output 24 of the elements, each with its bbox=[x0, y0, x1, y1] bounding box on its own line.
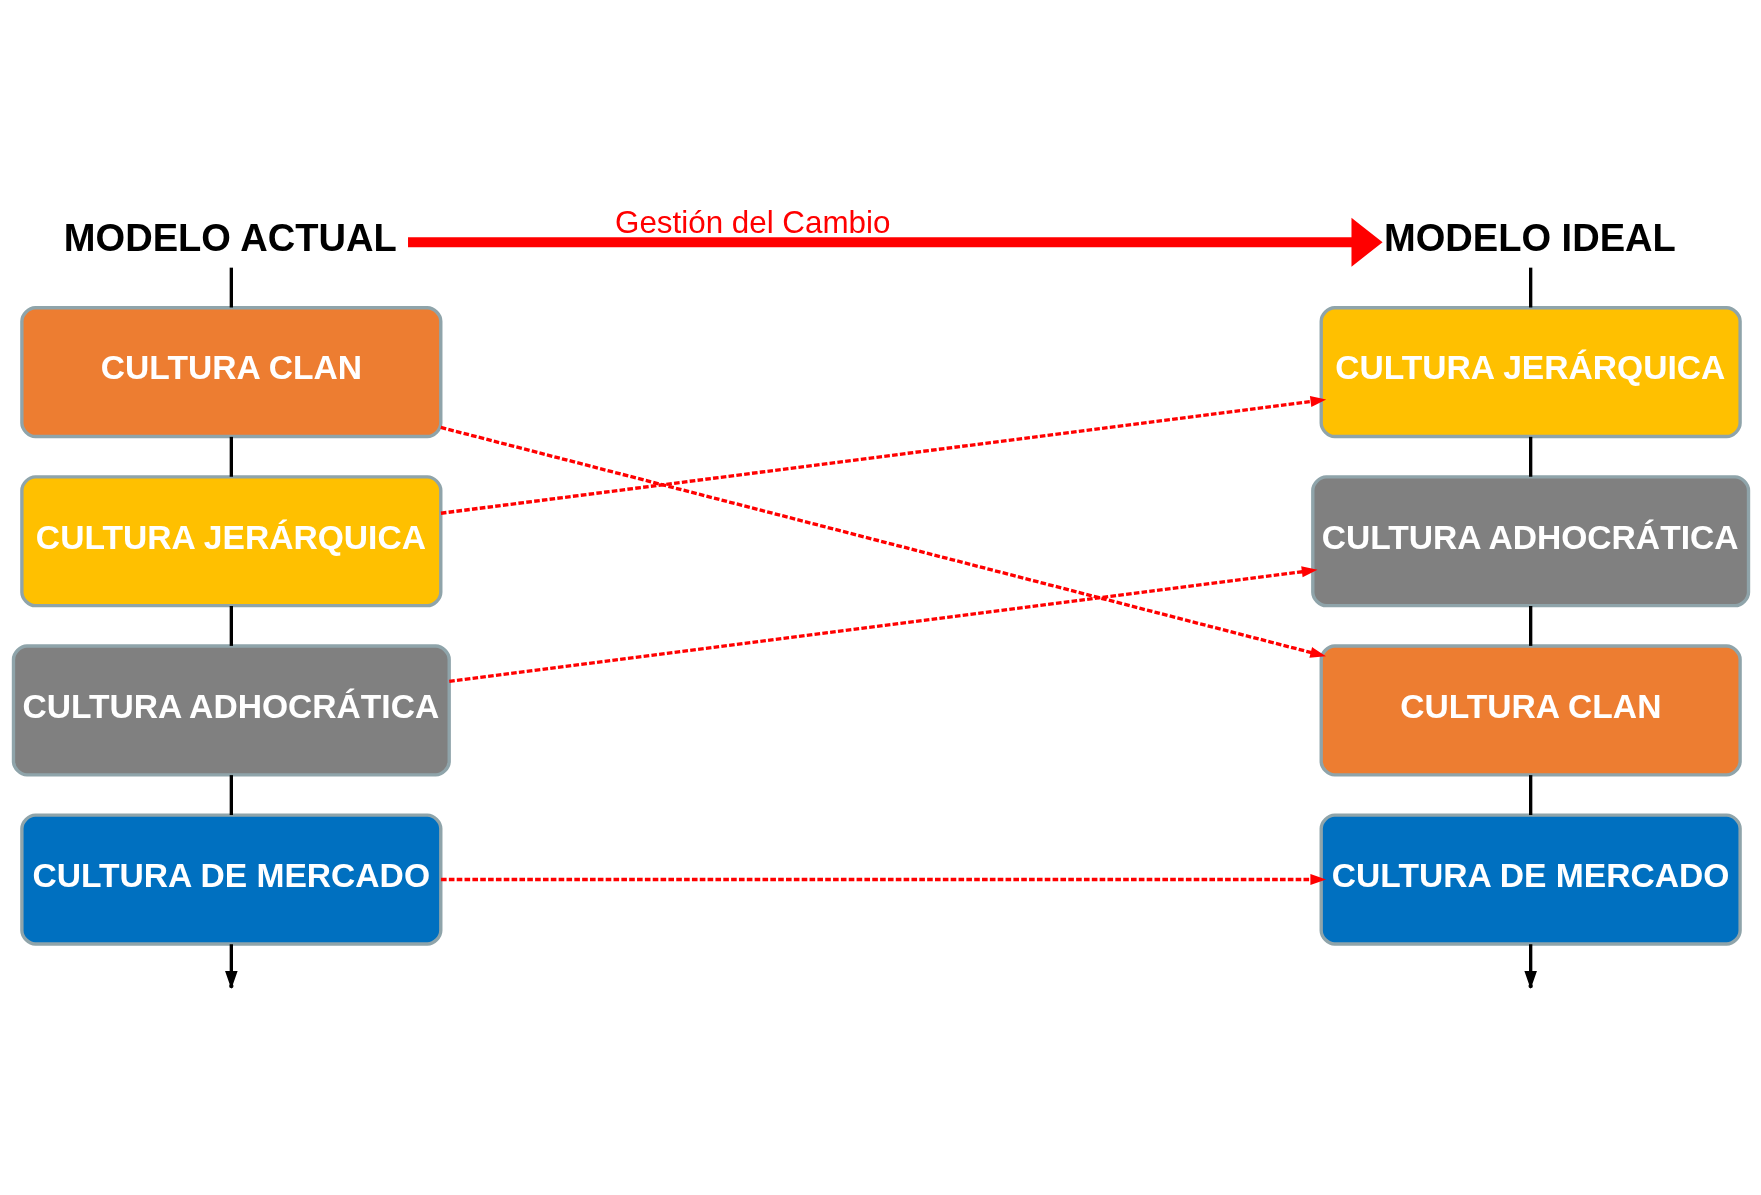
connector bbox=[229, 436, 233, 477]
connector bbox=[229, 267, 233, 308]
connector bbox=[229, 775, 233, 816]
connector bbox=[229, 606, 233, 646]
node-box: CULTURA ADHOCRÁTICA bbox=[1310, 475, 1750, 608]
arrow bbox=[448, 566, 1317, 683]
arrow bbox=[439, 425, 1326, 658]
node-box: CULTURA JERÁRQUICA bbox=[1319, 306, 1742, 439]
node-box: CULTURA ADHOCRÁTICA bbox=[11, 644, 451, 777]
node-text: MODELO ACTUAL bbox=[63, 216, 397, 259]
connector bbox=[1528, 606, 1532, 646]
node-box: CULTURA CLAN bbox=[19, 306, 442, 439]
node-box: CULTURA DE MERCADO bbox=[1319, 813, 1742, 946]
connector bbox=[1528, 267, 1532, 308]
node-box: CULTURA DE MERCADO bbox=[19, 813, 442, 946]
edge-label: Gestión del Cambio bbox=[614, 204, 890, 240]
node-box: CULTURA JERÁRQUICA bbox=[19, 475, 442, 608]
connector bbox=[1528, 436, 1532, 477]
node-box: CULTURA CLAN bbox=[1319, 644, 1742, 777]
arrow bbox=[440, 874, 1326, 886]
arrow bbox=[440, 396, 1326, 515]
arrow bbox=[407, 217, 1383, 267]
connector bbox=[1528, 775, 1532, 816]
node-text: MODELO IDEAL bbox=[1383, 216, 1676, 259]
